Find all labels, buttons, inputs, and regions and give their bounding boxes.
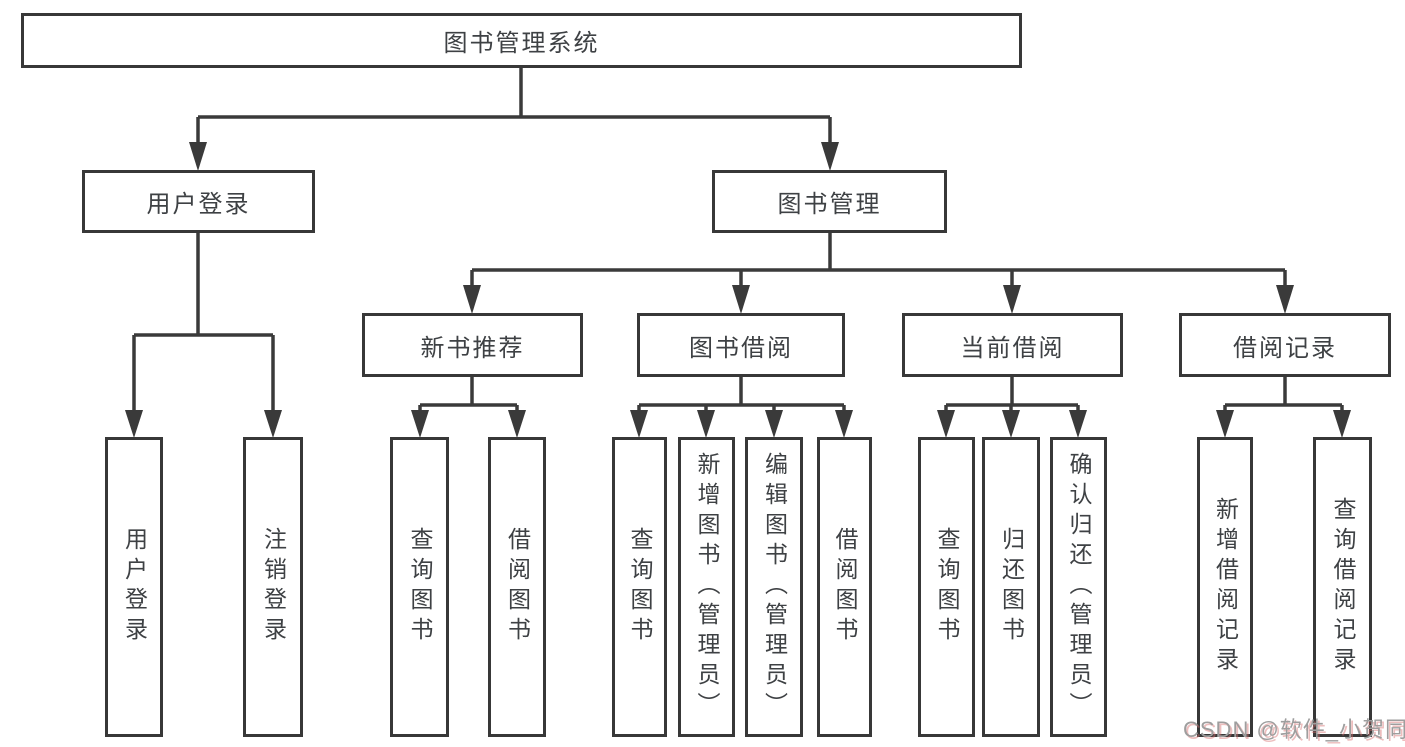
node-user-login: 用户登录 (82, 170, 315, 233)
leaf-query-borrow-record-label: 查询借阅记录 (1330, 497, 1356, 677)
leaf-edit-book-admin: 编辑图书（管理员） (745, 437, 803, 737)
leaf-borrow-books-2: 借阅图书 (817, 437, 872, 737)
leaf-borrow-books-2-label: 借阅图书 (832, 527, 858, 647)
leaf-borrow-books-1-label: 借阅图书 (504, 527, 531, 647)
node-current-borrow-label: 当前借阅 (960, 334, 1065, 362)
leaf-user-login-label: 用户登录 (121, 527, 148, 647)
leaf-query-books-2: 查询图书 (612, 437, 667, 737)
node-borrow-records-label: 借阅记录 (1233, 334, 1337, 362)
node-book-borrow-label: 图书借阅 (689, 334, 793, 362)
leaf-add-borrow-record-label: 新增借阅记录 (1212, 497, 1239, 677)
node-borrow-records: 借阅记录 (1179, 313, 1391, 377)
leaf-edit-book-admin-label: 编辑图书（管理员） (761, 452, 788, 722)
leaf-logout: 注销登录 (243, 437, 303, 737)
leaf-user-login: 用户登录 (105, 437, 163, 737)
leaf-add-book-admin: 新增图书（管理员） (678, 437, 735, 737)
node-new-book-recommend-label: 新书推荐 (420, 334, 525, 362)
node-user-login-label: 用户登录 (146, 191, 251, 218)
leaf-add-book-admin-label: 新增图书（管理员） (694, 452, 720, 722)
leaf-return-books-label: 归还图书 (998, 527, 1025, 647)
node-current-borrow: 当前借阅 (902, 313, 1123, 377)
leaf-return-books: 归还图书 (982, 437, 1040, 737)
leaf-query-borrow-record: 查询借阅记录 (1313, 437, 1372, 737)
leaf-borrow-books-1: 借阅图书 (488, 437, 546, 737)
node-book-borrow: 图书借阅 (637, 313, 845, 377)
leaf-add-borrow-record: 新增借阅记录 (1197, 437, 1253, 737)
leaf-query-books-1-label: 查询图书 (407, 527, 433, 647)
node-book-management: 图书管理 (712, 170, 947, 233)
node-book-management-label: 图书管理 (777, 191, 882, 218)
leaf-logout-label: 注销登录 (260, 527, 287, 647)
leaf-query-books-2-label: 查询图书 (627, 527, 653, 647)
watermark: CSDN @软件_小贺同学 (1183, 717, 1405, 742)
leaf-query-books-1: 查询图书 (390, 437, 449, 737)
leaf-query-books-3-label: 查询图书 (934, 527, 960, 647)
leaf-confirm-return-admin: 确认归还（管理员） (1050, 437, 1107, 737)
node-new-book-recommend: 新书推荐 (362, 313, 583, 377)
leaf-confirm-return-admin-label: 确认归还（管理员） (1066, 452, 1092, 722)
leaf-query-books-3: 查询图书 (918, 437, 975, 737)
root-node-label: 图书管理系统 (443, 30, 600, 57)
root-node: 图书管理系统 (21, 13, 1022, 68)
